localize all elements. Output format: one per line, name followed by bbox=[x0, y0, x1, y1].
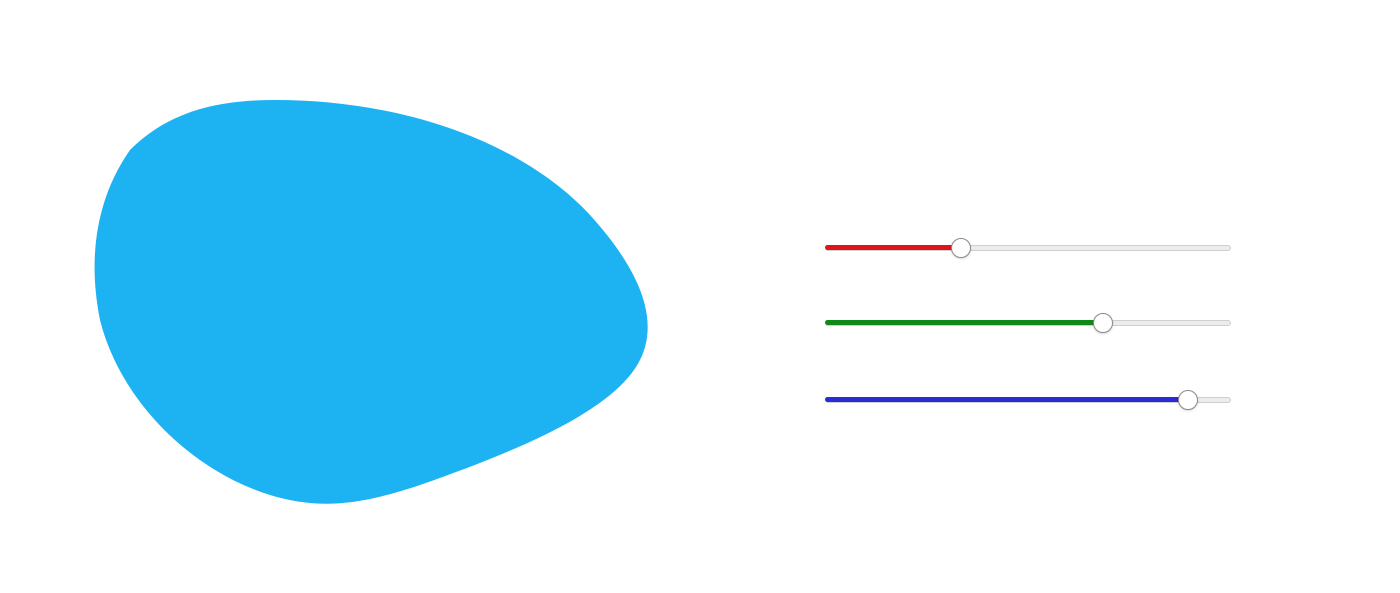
slider-thumb[interactable] bbox=[951, 238, 971, 258]
slider-thumb[interactable] bbox=[1093, 313, 1113, 333]
slider-thumb[interactable] bbox=[1178, 390, 1198, 410]
green-channel-slider[interactable] bbox=[825, 313, 1231, 333]
blue-channel-slider[interactable] bbox=[825, 390, 1231, 410]
slider-fill bbox=[825, 320, 1103, 325]
slider-fill bbox=[825, 397, 1188, 402]
slider-fill bbox=[825, 245, 961, 250]
red-channel-slider[interactable] bbox=[825, 238, 1231, 258]
color-preview-blob bbox=[94, 100, 648, 504]
